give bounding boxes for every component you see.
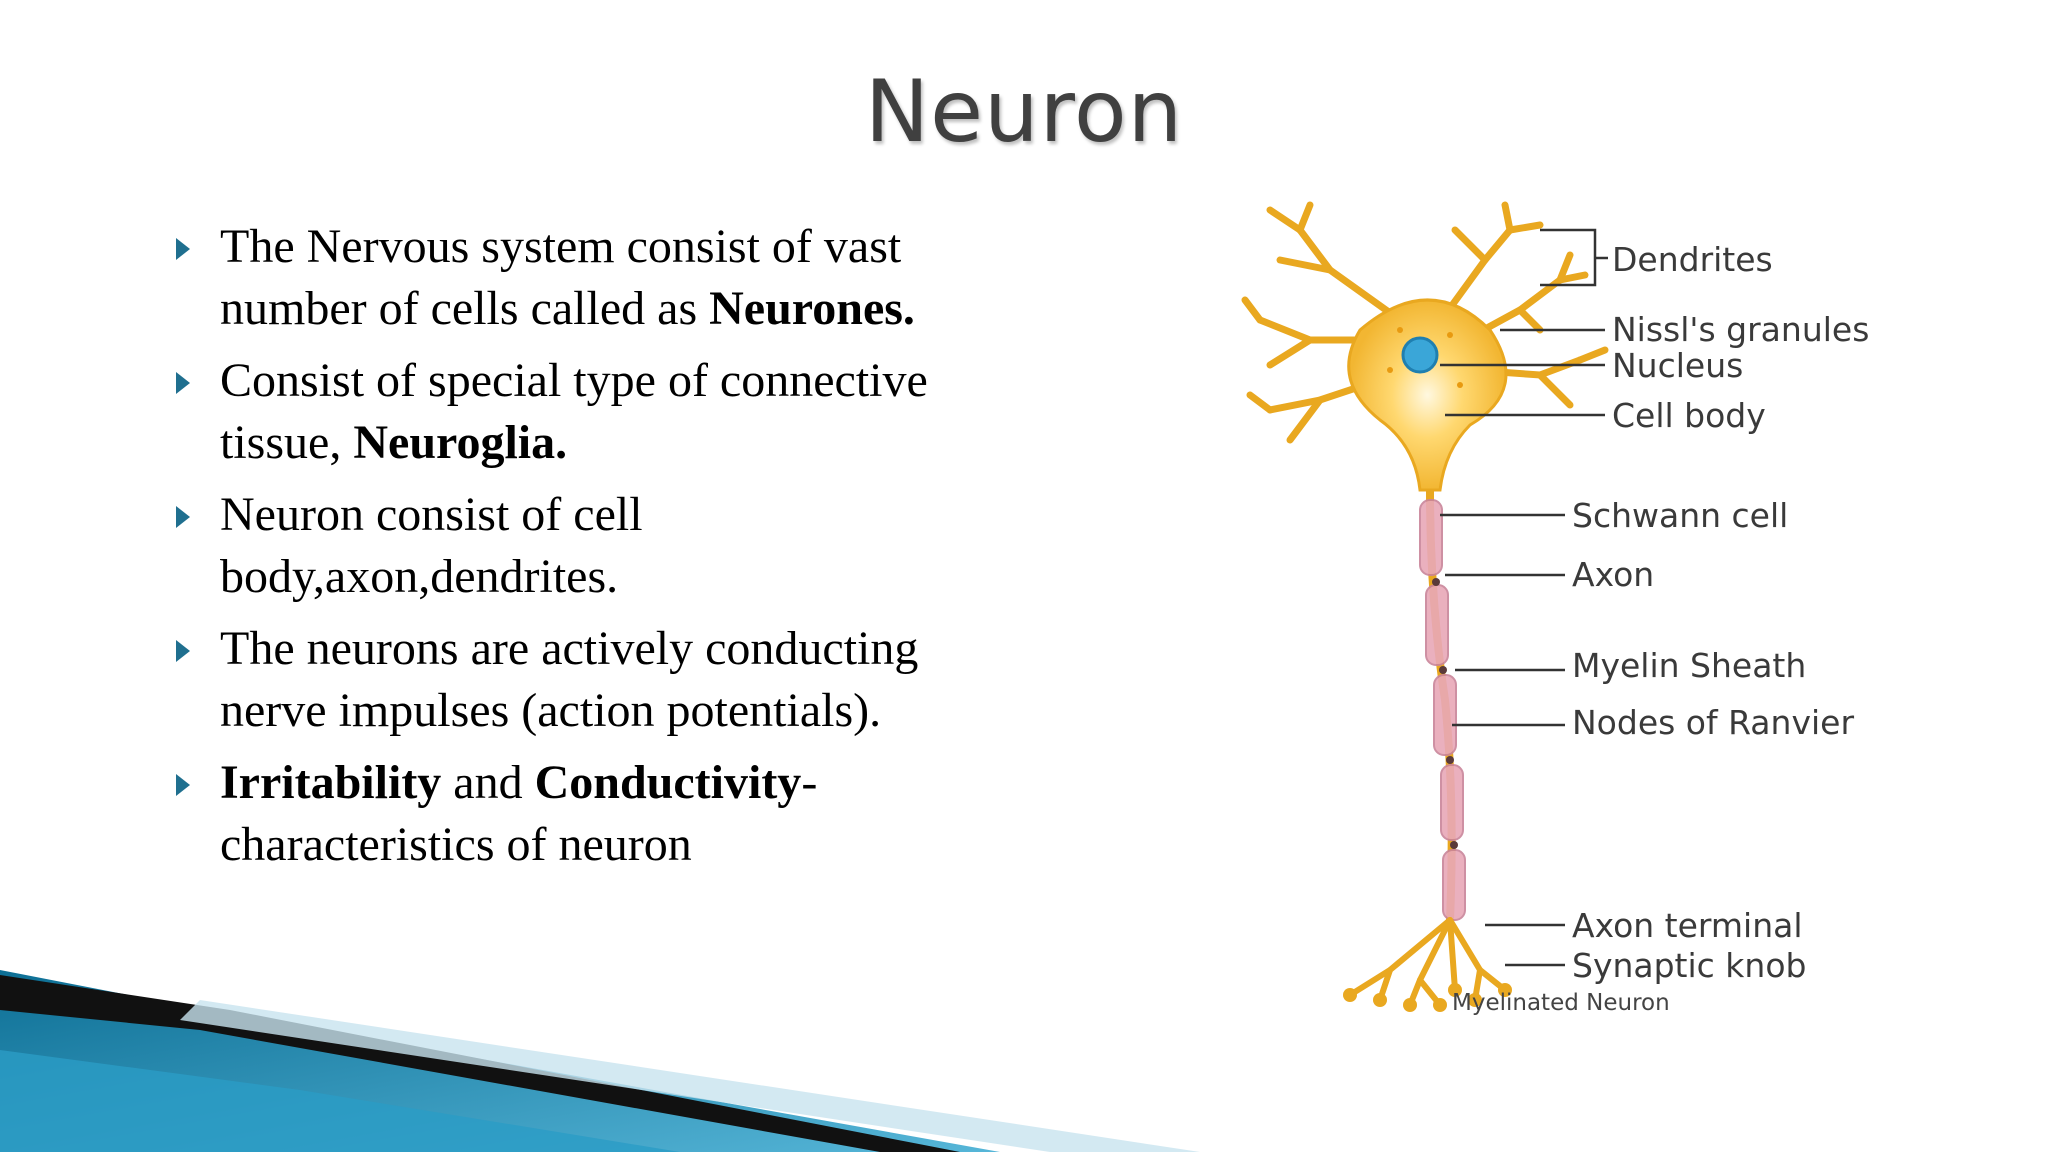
bullet-arrow-icon <box>176 640 190 662</box>
bullet-arrow-icon <box>176 774 190 796</box>
label-axon-terminal: Axon terminal <box>1572 906 1803 945</box>
bullet-text: Neuroglia. <box>353 416 568 469</box>
label-synaptic-knob: Synaptic knob <box>1572 946 1807 985</box>
bullet-text: and <box>441 756 535 809</box>
label-nucleus: Nucleus <box>1612 346 1744 385</box>
bullet-list: The Nervous system consist of vast numbe… <box>176 216 1036 886</box>
bullet-arrow-icon <box>176 506 190 528</box>
bullet-text: -characteristics of neuron <box>220 756 818 871</box>
bullet-item: The Nervous system consist of vast numbe… <box>176 216 1036 340</box>
bullet-arrow-icon <box>176 372 190 394</box>
bullet-text: The neurons are actively conducting nerv… <box>220 622 919 737</box>
label-nissl-granules: Nissl's granules <box>1612 310 1870 349</box>
neuron-diagram: Dendrites Nissl's granules Nucleus Cell … <box>1240 200 1940 1040</box>
bullet-text: Neuron consist of cell body,axon,dendrit… <box>220 488 643 603</box>
bullet-item: Neuron consist of cell body,axon,dendrit… <box>176 484 1036 608</box>
label-axon: Axon <box>1572 555 1655 594</box>
label-myelin-sheath: Myelin Sheath <box>1572 646 1807 685</box>
bullet-text: Consist of special type of connective ti… <box>220 354 928 469</box>
diagram-caption: Myelinated Neuron <box>1452 990 1670 1016</box>
label-dendrites: Dendrites <box>1612 240 1773 279</box>
bullet-item: Consist of special type of connective ti… <box>176 350 1036 474</box>
bullet-arrow-icon <box>176 238 190 260</box>
bullet-item: The neurons are actively conducting nerv… <box>176 618 1036 742</box>
bullet-item: Irritability and Conductivity-characteri… <box>176 752 1036 876</box>
bullet-text: The Nervous system consist of vast numbe… <box>220 220 902 335</box>
bullet-text: Neurones. <box>709 282 915 335</box>
label-nodes-of-ranvier: Nodes of Ranvier <box>1572 703 1855 742</box>
bullet-text: Conductivity <box>534 756 802 809</box>
label-cell-body: Cell body <box>1612 396 1766 435</box>
slide-title: Neuron <box>864 62 1184 162</box>
label-schwann-cell: Schwann cell <box>1572 496 1789 535</box>
neuron-illustration <box>1241 201 1609 1012</box>
bullet-text: Irritability <box>220 756 442 809</box>
